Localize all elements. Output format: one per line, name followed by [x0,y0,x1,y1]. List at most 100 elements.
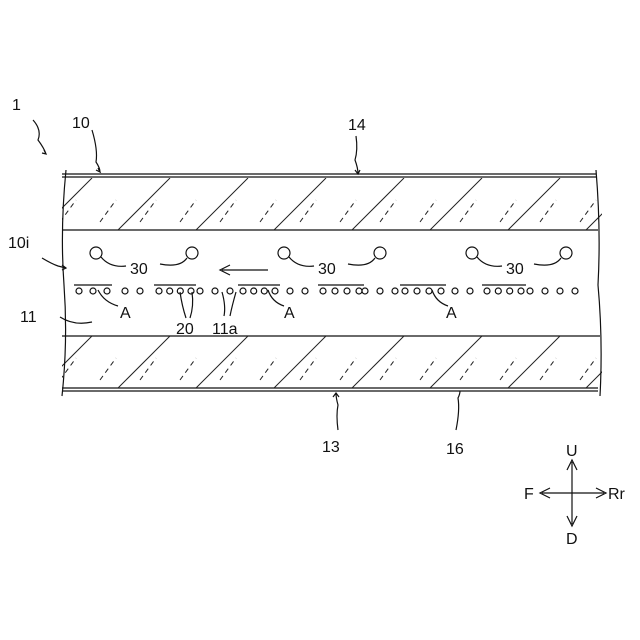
hatch-dash [180,200,196,222]
hatch-dash [620,200,636,222]
label-interior: 10i [8,235,29,252]
element-dot [495,288,501,294]
hatch-dash [620,358,636,380]
element-dot [484,288,490,294]
hole [122,288,128,294]
hole [302,288,308,294]
element-dot [167,288,173,294]
element-dot [426,288,432,294]
hole [212,288,218,294]
label-lower-surface: 13 [322,439,340,456]
upper-plate [40,174,638,230]
hole [392,288,398,294]
element-dot [90,288,96,294]
element-dot [104,288,110,294]
compass-front-label: F [524,486,534,503]
hatch-line [196,178,248,230]
lower-plate [40,336,638,391]
element-dot [272,288,278,294]
element-dot [414,288,420,294]
hatch-dash [380,200,396,222]
element-dot [188,288,194,294]
flow-arrow [220,265,268,275]
hatch-line [352,178,404,230]
hatch-dash [540,200,556,222]
hatch-dash [260,200,276,222]
label-sensor-3: 30 [506,261,524,278]
hatch-dash [300,358,316,380]
hatch-dash [380,358,396,380]
hatch-line [430,178,482,230]
element-unit [238,285,280,294]
hole [377,288,383,294]
hatch-line [586,178,638,230]
hatch-dash [180,358,196,380]
hatch-dash [340,358,356,380]
hatch-line [118,336,170,388]
element-unit [154,285,196,294]
hole [137,288,143,294]
label-floor-layer: 11 [20,309,37,326]
label-region-1: A [120,305,131,322]
hatch-dash [140,358,156,380]
hole [557,288,563,294]
label-sensor-1: 30 [130,261,148,278]
right-edge [596,170,601,396]
element-dot [507,288,513,294]
direction-compass: U D F Rr [524,443,626,548]
element-dot [240,288,246,294]
hatch-line [352,336,404,388]
leader-lines [33,120,460,430]
hatch-line [118,178,170,230]
hatch-dash [60,358,76,380]
hole [197,288,203,294]
hatch-line [430,336,482,388]
hatch-line [196,336,248,388]
label-body: 10 [72,115,90,132]
hole [542,288,548,294]
hatch-dash [420,200,436,222]
hole [452,288,458,294]
element-dot [438,288,444,294]
hatch-dash [260,358,276,380]
label-upper-surface: 14 [348,117,366,134]
element-unit [318,285,364,294]
compass-up-label: U [566,443,578,460]
hatch-dash [460,200,476,222]
hatch-dash [140,200,156,222]
hole [467,288,473,294]
hatch-line [274,336,326,388]
hatch-line [508,178,560,230]
element-dot [356,288,362,294]
hole [227,288,233,294]
element-dot [261,288,267,294]
hatch-line [586,336,638,388]
hatch-dash [580,358,596,380]
hatch-dash [580,200,596,222]
hole [287,288,293,294]
label-element-group: 20 [176,321,194,338]
element-dot [76,288,82,294]
element-dot [402,288,408,294]
element-dot [320,288,326,294]
label-region-3: A [446,305,457,322]
hatch-dash [460,358,476,380]
element-unit [482,285,526,294]
hatch-line [40,178,92,230]
hole [572,288,578,294]
label-bottom-edge: 16 [446,441,464,458]
element-dot [156,288,162,294]
hatch-dash [100,358,116,380]
label-sensor-2: 30 [318,261,336,278]
hatch-line [508,336,560,388]
hatch-dash [420,358,436,380]
hole [527,288,533,294]
label-holes: 11a [212,321,238,338]
element-dot [251,288,257,294]
hatch-dash [500,200,516,222]
hatch-dash [340,200,356,222]
compass-down-label: D [566,531,578,548]
element-unit [74,285,112,294]
hatch-dash [540,358,556,380]
